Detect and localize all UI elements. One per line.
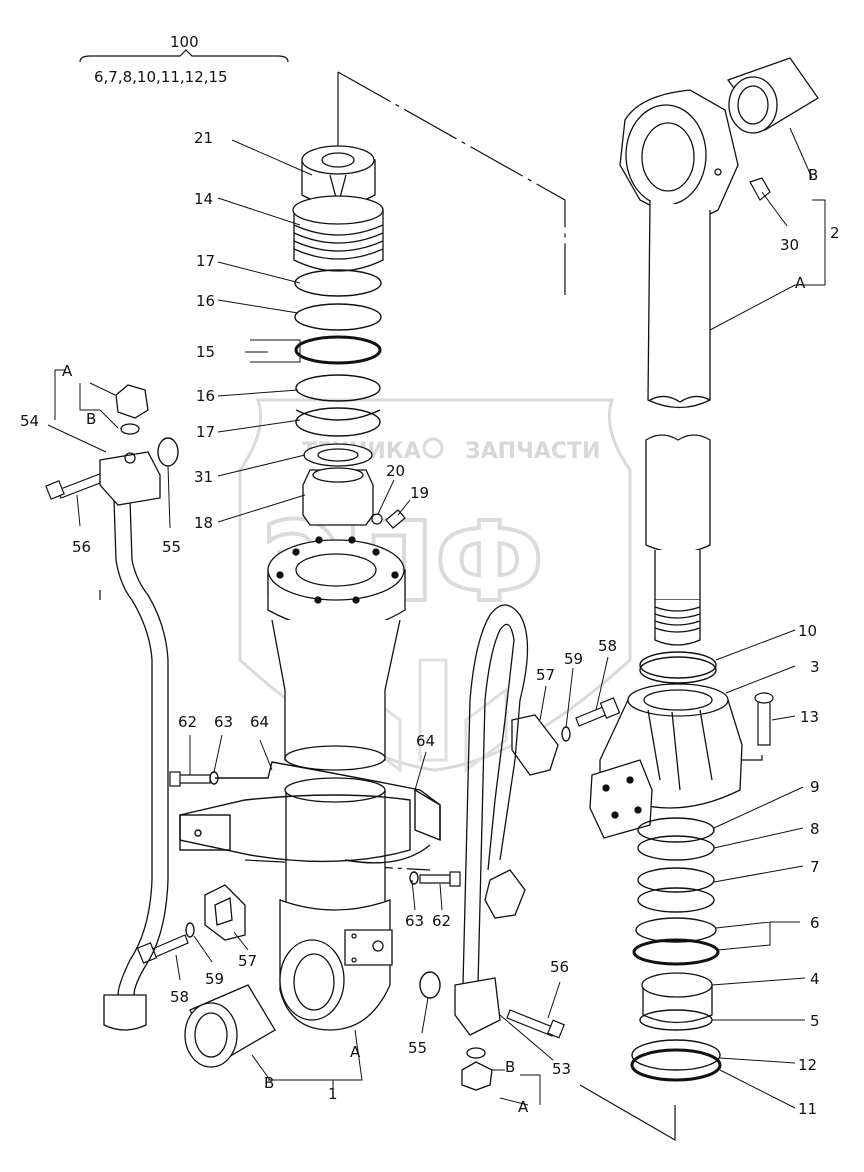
bushing-lower [184,984,276,1068]
callout-19: 19 [410,484,429,502]
callout-63-top: 63 [214,713,233,731]
callout-16-bottom: 16 [196,387,215,405]
callout-6: 6 [810,914,820,932]
piston-rings [294,269,382,437]
callout-31: 31 [194,468,213,486]
part-14-piston [292,195,384,272]
callout-59-left: 59 [205,970,224,988]
callout-3: 3 [810,658,820,676]
part-19-20-setscrew [371,509,406,529]
callout-56-right: 56 [550,958,569,976]
callout-1: 1 [328,1085,338,1103]
letter-A-left: A [62,362,73,380]
part-57-clip-left [204,884,246,941]
callout-10: 10 [798,622,817,640]
letter-B-pipe: B [505,1058,515,1076]
callout-55-left: 55 [162,538,181,556]
letter-B-rod: B [808,166,818,184]
callout-30: 30 [780,236,799,254]
callout-15: 15 [196,343,215,361]
callout-18: 18 [194,514,213,532]
watermark-right-word: ЗАПЧАСТИ [465,439,600,464]
part-10-seal [639,651,717,684]
group-number: 100 [170,33,199,51]
callout-56-left: 56 [72,538,91,556]
bolt-62-bottom [419,874,451,884]
callout-20: 20 [386,462,405,480]
callout-57-left: 57 [238,952,257,970]
letter-A-pipe: A [518,1098,529,1116]
bushing-upper [726,57,819,134]
bolts [45,469,621,1039]
bolt-62-top [177,774,211,784]
seal-stack-9-6 [632,817,720,966]
callout-62-top: 62 [178,713,197,731]
callout-13: 13 [800,708,819,726]
part-31-18-nut [302,443,374,526]
callout-54: 54 [20,412,39,430]
callout-7: 7 [810,858,820,876]
cylinder-tube [267,536,406,1031]
callout-12: 12 [798,1056,817,1074]
callout-21: 21 [194,129,213,147]
part-64-clamp-bands [179,761,441,864]
part-30-grease-fitting [749,177,771,201]
callout-57-right: 57 [536,666,555,684]
callout-16-top: 16 [196,292,215,310]
callout-17-top: 17 [196,252,215,270]
callout-63-bottom: 63 [405,912,424,930]
letter-B-left: B [86,410,96,428]
letter-A-rod: A [795,274,806,292]
part-3-rod-cover [589,683,743,839]
part-57-clip-right [511,714,559,776]
rod-lower [645,434,711,646]
callout-2: 2 [830,224,840,242]
group-header: 100 6,7,8,10,11,12,15 [79,33,289,86]
callout-62-bottom: 62 [432,912,451,930]
callout-14: 14 [194,190,213,208]
callout-9: 9 [810,778,820,796]
callout-53: 53 [552,1060,571,1078]
gear-icon [422,437,444,459]
group-members: 6,7,8,10,11,12,15 [94,68,228,86]
callout-4: 4 [810,970,820,988]
part-13-bolt [754,692,774,746]
part-4-bushing [641,972,713,1024]
letter-B-bottom: B [264,1074,274,1092]
leader-lines [47,127,826,1109]
callout-59-right: 59 [564,650,583,668]
callout-5: 5 [810,1012,820,1030]
callout-labels: 21 14 17 16 15 16 17 31 18 20 19 B 2 30 … [20,129,840,1118]
callout-58-right: 58 [598,637,617,655]
callout-64-left: 64 [250,713,269,731]
callout-64-right: 64 [416,732,435,750]
callout-58-left: 58 [170,988,189,1006]
part-2-rod [619,89,739,409]
pipe-left [99,384,169,1031]
callout-17-bottom: 17 [196,423,215,441]
callout-11: 11 [798,1100,817,1118]
callout-8: 8 [810,820,820,838]
letter-A-bottom: A [350,1043,361,1061]
pipe-right [454,604,529,1091]
callout-55-right: 55 [408,1039,427,1057]
bolt-56-right [506,1009,556,1037]
